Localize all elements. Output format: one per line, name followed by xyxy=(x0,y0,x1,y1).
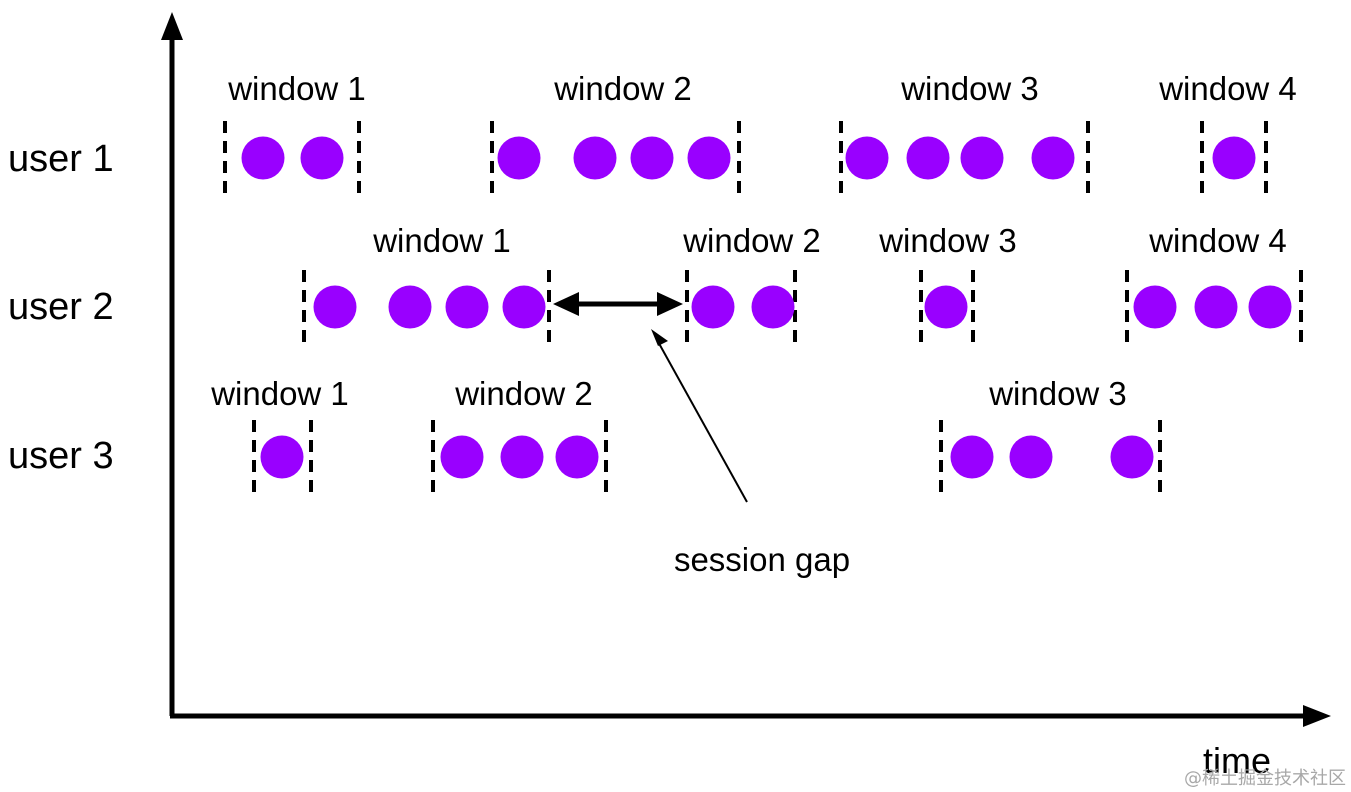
user-2-window-3 xyxy=(919,270,975,344)
user-2-window-4-event-3 xyxy=(1248,285,1292,329)
user-1-window-3-event-4 xyxy=(1031,136,1075,180)
user-1-window-2-event-3 xyxy=(630,136,674,180)
session-gap-annotation: session gap xyxy=(553,292,850,578)
user-3-window-3-event-1 xyxy=(950,435,994,479)
user-1-window-3-event-3 xyxy=(960,136,1004,180)
y-axis-arrowhead xyxy=(161,12,183,40)
user-2-window-1-event-1 xyxy=(313,285,357,329)
user-2-window-1-event-3 xyxy=(445,285,489,329)
user-2-window-4 xyxy=(1125,270,1303,344)
user-2-window-4-label: window 4 xyxy=(1148,222,1287,259)
window-labels: window 1 window 2 window 3 window 4 wind… xyxy=(210,70,1297,412)
user-3-window-2-event-3 xyxy=(555,435,599,479)
session-gap-label: session gap xyxy=(674,541,850,578)
row-label-user-1: user 1 xyxy=(8,138,114,180)
user-1-window-3 xyxy=(839,121,1090,195)
user-1-window-3-event-2 xyxy=(906,136,950,180)
user-2-window-4-event-1 xyxy=(1133,285,1177,329)
user-3-window-3 xyxy=(939,420,1162,494)
user-1-window-1-label: window 1 xyxy=(227,70,366,107)
session-gap-arrowhead-left xyxy=(553,292,579,316)
user-2-window-1 xyxy=(302,270,551,344)
user-1-window-1-event-1 xyxy=(241,136,285,180)
user-2-window-2-label: window 2 xyxy=(682,222,821,259)
user-2-window-2-event-2 xyxy=(751,285,795,329)
user-3-window-2 xyxy=(431,420,608,494)
session-gap-pointer-arrowhead xyxy=(651,329,668,346)
session-gap-arrowhead-right xyxy=(657,292,683,316)
user-2-window-2-event-1 xyxy=(691,285,735,329)
user-3-window-2-label: window 2 xyxy=(454,375,593,412)
user-3-window-1-event-1 xyxy=(260,435,304,479)
user-2-window-1-label: window 1 xyxy=(372,222,511,259)
user-3-window-2-event-2 xyxy=(500,435,544,479)
user-1-window-3-label: window 3 xyxy=(900,70,1039,107)
row-labels: user 1 user 2 user 3 xyxy=(8,138,114,477)
user-2-window-2 xyxy=(685,270,797,344)
user-2-window-1-event-2 xyxy=(388,285,432,329)
user-1-window-1 xyxy=(223,121,361,195)
user-3-window-3-event-3 xyxy=(1110,435,1154,479)
user-2-window-1-event-4 xyxy=(502,285,546,329)
row-label-user-3: user 3 xyxy=(8,435,114,477)
x-axis-arrowhead xyxy=(1303,705,1331,727)
user-3-window-3-event-2 xyxy=(1009,435,1053,479)
user-2-window-3-label: window 3 xyxy=(878,222,1017,259)
windows-layer xyxy=(223,121,1303,494)
user-1-window-2-event-4 xyxy=(687,136,731,180)
user-1-window-2-event-1 xyxy=(497,136,541,180)
user-3-window-3-label: window 3 xyxy=(988,375,1127,412)
x-axis-label: time xyxy=(1203,740,1271,781)
user-3-window-2-event-1 xyxy=(440,435,484,479)
session-gap-pointer-line xyxy=(655,337,748,503)
axes: time xyxy=(161,12,1331,781)
watermark-text: @稀土掘金技术社区 xyxy=(1184,768,1346,789)
user-1-window-2-label: window 2 xyxy=(553,70,692,107)
user-1-window-4-event-1 xyxy=(1212,136,1256,180)
user-3-window-1-label: window 1 xyxy=(210,375,349,412)
user-1-window-4-label: window 4 xyxy=(1158,70,1297,107)
user-2-window-4-event-2 xyxy=(1194,285,1238,329)
user-1-window-3-event-1 xyxy=(845,136,889,180)
user-1-window-4 xyxy=(1200,121,1268,195)
row-label-user-2: user 2 xyxy=(8,286,114,328)
user-2-window-3-event-1 xyxy=(924,285,968,329)
user-1-window-2 xyxy=(490,121,741,195)
user-3-window-1 xyxy=(252,420,313,494)
user-1-window-2-event-2 xyxy=(573,136,617,180)
user-1-window-1-event-2 xyxy=(300,136,344,180)
